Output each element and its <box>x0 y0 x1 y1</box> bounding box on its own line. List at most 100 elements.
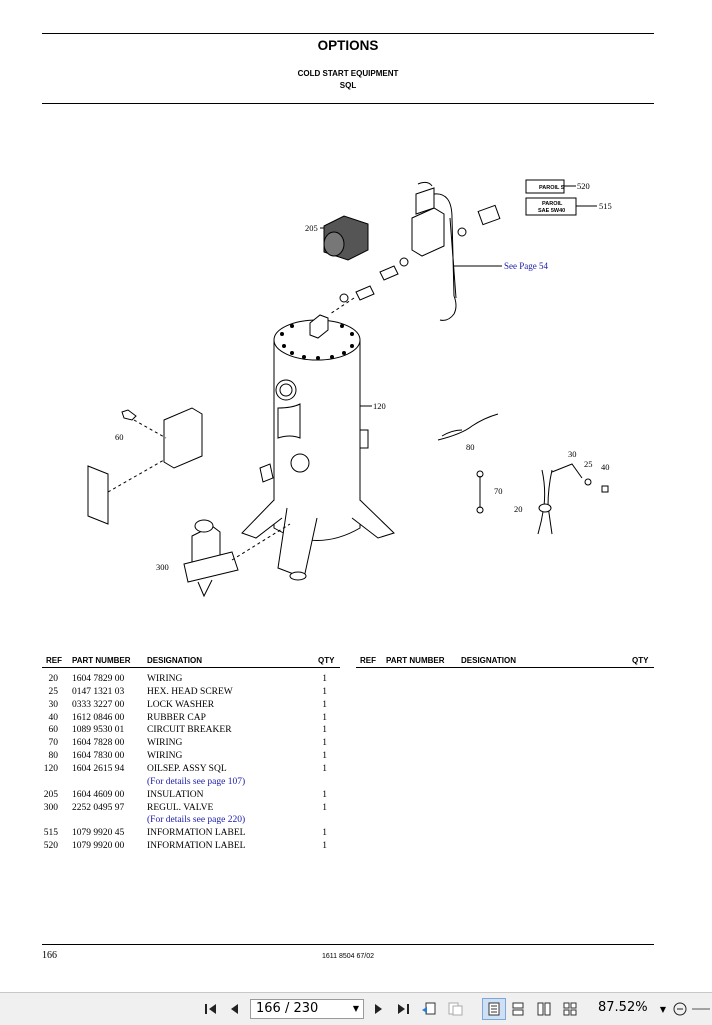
ref-cell: 40 <box>48 712 59 723</box>
details-link[interactable]: (For details see page 107) <box>147 776 246 787</box>
parts-diagram: PAROIL S PAROIL SAE 5W40 205 520 515 120… <box>87 179 612 598</box>
designation-cell: WIRING <box>147 751 183 762</box>
col-part-number-header: PART NUMBER <box>72 656 131 665</box>
designation-cell: WIRING <box>147 738 183 749</box>
viewer-toolbar: 166 / 230 ▼ 87.52% ▼ <box>0 992 712 1025</box>
label-515-text-b: SAE 5W40 <box>538 208 565 214</box>
qty-cell: 1 <box>322 802 327 813</box>
single-page-view-icon[interactable] <box>482 998 506 1020</box>
next-page-icon[interactable] <box>370 1001 386 1017</box>
designation-cell: LOCK WASHER <box>147 699 215 710</box>
ref-cell: 25 <box>48 686 59 697</box>
last-page-icon[interactable] <box>395 1001 411 1017</box>
chevron-down-icon[interactable]: ▼ <box>352 1004 359 1013</box>
table-row: (For details see page 220) <box>42 815 342 828</box>
page-number: 166 <box>42 950 57 961</box>
callout-520: 520 <box>577 181 590 191</box>
part-number-cell: 1079 9920 00 <box>72 841 125 852</box>
zoom-level[interactable]: 87.52% <box>598 1000 648 1015</box>
zoom-out-icon[interactable] <box>672 1001 688 1017</box>
qty-cell: 1 <box>322 751 327 762</box>
ref-cell: 300 <box>43 802 58 813</box>
page-number-input[interactable]: 166 / 230 ▼ <box>250 999 364 1019</box>
designation-cell: REGUL. VALVE <box>147 802 214 813</box>
part-number-cell: 1604 2615 94 <box>72 763 125 774</box>
table-rule-left <box>42 667 340 668</box>
callout-40: 40 <box>601 462 610 472</box>
col-qty-header: QTY <box>318 656 335 665</box>
ref-cell: 60 <box>48 725 59 736</box>
qty-cell: 1 <box>322 738 327 749</box>
go-forward-view-icon[interactable] <box>446 1001 464 1017</box>
table-rule-right <box>356 667 654 668</box>
first-page-icon[interactable] <box>203 1001 219 1017</box>
details-link[interactable]: (For details see page 220) <box>147 815 246 826</box>
zoom-dropdown-icon[interactable]: ▼ <box>659 1004 667 1014</box>
table-row: 80 1604 7830 00 WIRING 1 <box>42 751 342 764</box>
part-number-cell: 0333 3227 00 <box>72 699 125 710</box>
callout-20: 20 <box>514 504 523 514</box>
book-view-icon[interactable] <box>562 1001 578 1017</box>
part-number-cell: 1604 7828 00 <box>72 738 125 749</box>
callout-30: 30 <box>568 449 577 459</box>
document-page: OPTIONS COLD START EQUIPMENT SQL <box>42 33 654 961</box>
ref-cell: 80 <box>48 751 59 762</box>
page-subtitle: COLD START EQUIPMENT <box>297 69 399 78</box>
callout-70: 70 <box>494 486 503 496</box>
facing-view-icon[interactable] <box>536 1001 552 1017</box>
part-number-cell: 1079 9920 45 <box>72 828 125 839</box>
designation-cell: RUBBER CAP <box>147 712 206 723</box>
table-row: 40 1612 0846 00 RUBBER CAP 1 <box>42 713 342 726</box>
qty-cell: 1 <box>322 712 327 723</box>
page-number-value: 166 / 230 <box>256 1001 319 1016</box>
col-ref-header: REF <box>46 656 62 665</box>
page-model: SQL <box>339 81 357 90</box>
ref-cell: 515 <box>43 828 58 839</box>
callout-25: 25 <box>584 459 593 469</box>
part-number-cell: 2252 0495 97 <box>72 802 125 813</box>
designation-cell: INFORMATION LABEL <box>147 828 246 839</box>
callout-80: 80 <box>466 442 475 452</box>
header-rule <box>42 103 654 104</box>
label-515-text-a: PAROIL <box>542 201 563 207</box>
col-part-number-header-right: PART NUMBER <box>386 656 445 665</box>
part-number-cell: 1089 9530 01 <box>72 725 125 736</box>
footer-rule <box>42 944 654 945</box>
zoom-slider[interactable] <box>692 1001 710 1017</box>
see-page-link[interactable]: See Page 54 <box>504 261 548 271</box>
part-number-cell: 0147 1321 03 <box>72 686 125 697</box>
ref-cell: 20 <box>48 674 59 684</box>
part-number-cell: 1604 7830 00 <box>72 751 125 762</box>
go-back-view-icon[interactable] <box>420 1001 438 1017</box>
table-row: (For details see page 107) <box>42 777 342 790</box>
qty-cell: 1 <box>322 763 327 774</box>
ref-cell: 70 <box>48 738 59 749</box>
part-number-cell: 1604 4609 00 <box>72 789 125 800</box>
callout-515: 515 <box>599 201 612 211</box>
designation-cell: WIRING <box>147 674 183 684</box>
part-number-cell: 1604 7829 00 <box>72 674 125 684</box>
callout-300: 300 <box>156 562 169 572</box>
qty-cell: 1 <box>322 828 327 839</box>
col-qty-header-right: QTY <box>632 656 649 665</box>
callout-205: 205 <box>305 223 318 233</box>
document-code: 1611 8504 67/02 <box>321 953 375 960</box>
top-rule <box>42 33 654 34</box>
ref-cell: 205 <box>43 789 58 800</box>
designation-cell: OILSEP. ASSY SQL <box>147 763 227 774</box>
table-row: 300 2252 0495 97 REGUL. VALVE 1 <box>42 803 342 816</box>
qty-cell: 1 <box>322 674 327 684</box>
table-row: 515 1079 9920 45 INFORMATION LABEL 1 <box>42 828 342 841</box>
designation-cell: HEX. HEAD SCREW <box>147 686 233 697</box>
continuous-view-icon[interactable] <box>510 1001 526 1017</box>
ref-cell: 520 <box>43 841 58 852</box>
col-designation-header-right: DESIGNATION <box>461 656 516 665</box>
part-number-cell: 1612 0846 00 <box>72 712 125 723</box>
ref-cell: 30 <box>48 699 59 710</box>
previous-page-icon[interactable] <box>227 1001 243 1017</box>
